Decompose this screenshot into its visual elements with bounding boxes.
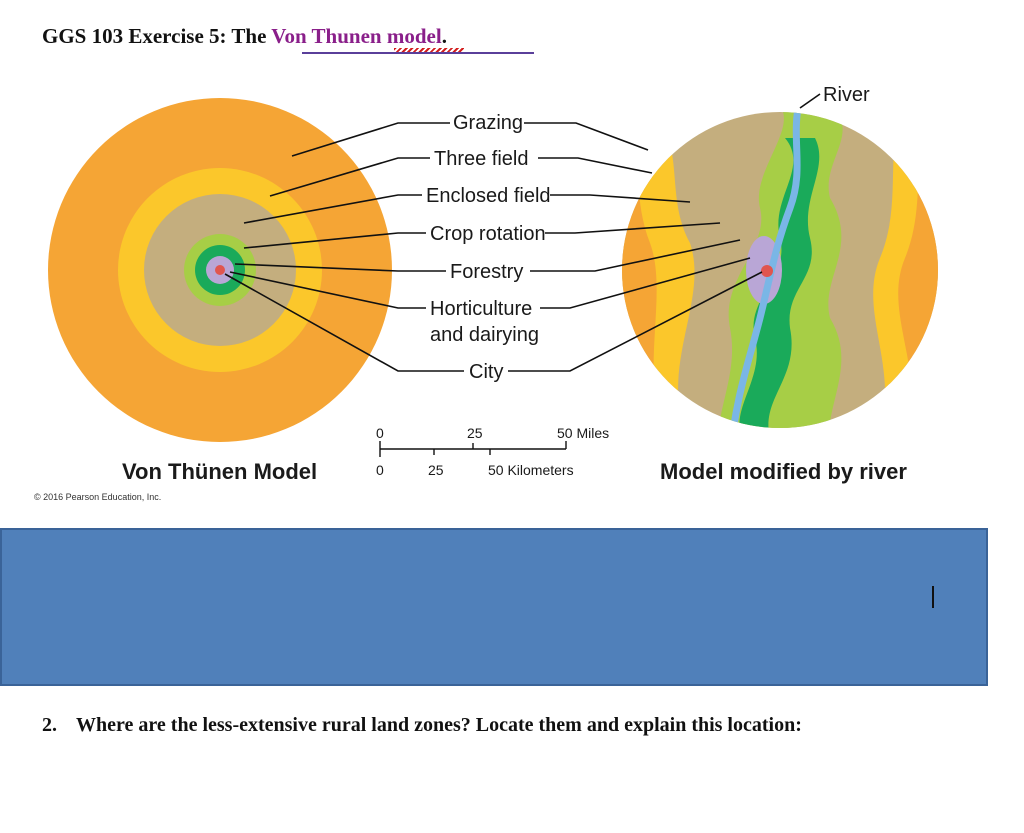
caption-von-thunen-model: Von Thünen Model — [122, 459, 317, 484]
leader-three-field-right — [538, 157, 653, 174]
scale-miles-0: 0 — [376, 425, 384, 441]
exercise-title: GGS 103 Exercise 5: The Von Thunen model… — [42, 24, 534, 54]
leader-grazing-left — [291, 122, 450, 157]
title-suffix: . — [441, 24, 447, 48]
river-zone-three-field-left — [622, 112, 695, 428]
answer-text-box[interactable] — [0, 528, 988, 686]
leader-three-field-left — [269, 157, 430, 197]
question-text: Where are the less-extensive rural land … — [76, 714, 802, 736]
label-and-dairying: and dairying — [430, 324, 539, 346]
label-city: City — [469, 361, 503, 383]
leader-lines — [224, 93, 821, 372]
label-three-field: Three field — [434, 148, 529, 170]
scale-km-0: 0 — [376, 462, 384, 478]
von-thunen-figure: Grazing Three field Enclosed field Crop … — [34, 84, 938, 502]
leader-enclosed-right — [550, 194, 691, 203]
von-thunen-model-diagram — [48, 98, 392, 442]
spellcheck-squiggle — [394, 48, 464, 52]
leader-crop-right — [545, 222, 721, 234]
leader-enclosed-left — [243, 194, 422, 224]
label-enclosed-field: Enclosed field — [426, 185, 551, 207]
label-river: River — [823, 84, 870, 106]
scale-km-25: 25 — [428, 462, 444, 478]
label-grazing: Grazing — [453, 112, 523, 134]
von-thunen-link[interactable]: Von Thunen model — [271, 24, 442, 48]
leader-city-right — [508, 271, 763, 372]
link-underline — [302, 52, 534, 54]
leader-horticulture-left — [229, 271, 426, 309]
question-2: 2. Where are the less-extensive rural lan… — [42, 714, 802, 737]
leader-forestry-left — [234, 263, 446, 272]
leader-river — [799, 93, 821, 109]
label-crop-rotation: Crop rotation — [430, 223, 546, 245]
label-horticulture: Horticulture — [430, 298, 532, 320]
caption-modified-by-river: Model modified by river — [660, 459, 907, 484]
scale-km-50: 50 Kilometers — [488, 462, 574, 478]
scale-bar: 0 25 50 Miles 0 25 50 Kilometers — [376, 425, 609, 478]
leader-city-left — [224, 273, 464, 372]
copyright-note: © 2016 Pearson Education, Inc. — [34, 492, 161, 502]
leader-crop-left — [243, 232, 426, 249]
question-number: 2. — [42, 714, 57, 736]
text-cursor — [932, 586, 934, 608]
scale-miles-25: 25 — [467, 425, 483, 441]
river-zone-forestry — [739, 138, 820, 428]
zone-city — [215, 265, 225, 275]
title-prefix: GGS 103 Exercise 5: The — [42, 24, 272, 48]
river-zone-grazing-right — [890, 112, 938, 428]
leader-grazing-right — [524, 122, 649, 151]
leader-horticulture-right — [540, 257, 751, 309]
leader-forestry-right — [530, 239, 741, 272]
river-zone-city — [761, 265, 773, 277]
river-modified-diagram — [622, 112, 938, 428]
scale-miles-50: 50 Miles — [557, 425, 609, 441]
label-forestry: Forestry — [450, 261, 523, 283]
river-zone-three-field-right — [870, 112, 938, 428]
